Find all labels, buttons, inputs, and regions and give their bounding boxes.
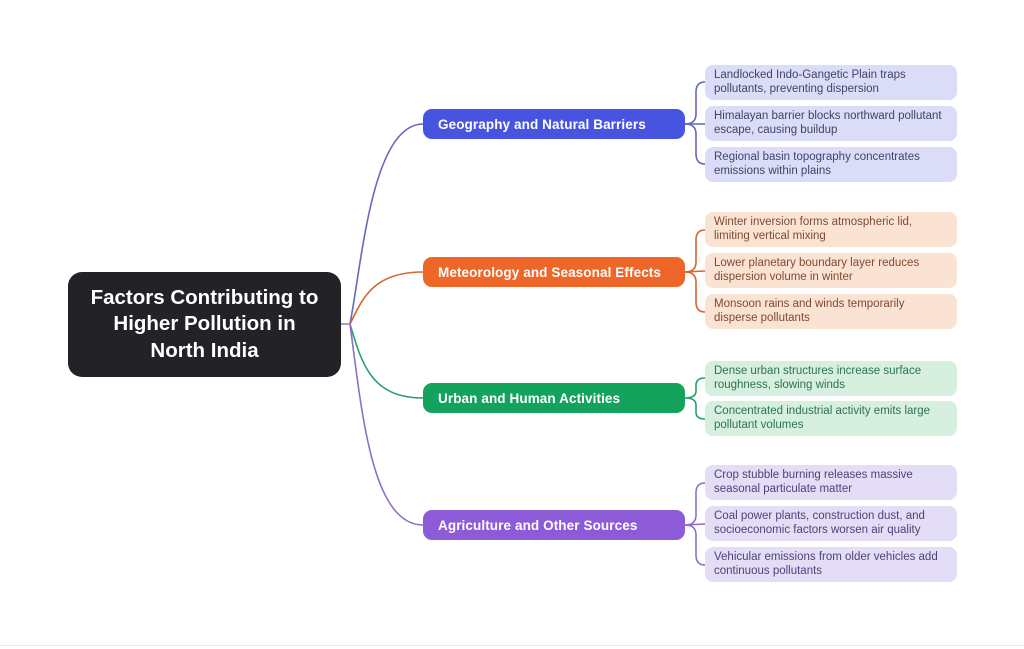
leaf-text: Himalayan barrier blocks northward pollu…: [714, 110, 942, 136]
branch-label: Urban and Human Activities: [438, 390, 621, 406]
leaf-agriculture-1[interactable]: Coal power plants, construction dust, an…: [705, 506, 957, 541]
connector-root-meteorology: [349, 271, 424, 325]
branch-label: Meteorology and Seasonal Effects: [438, 264, 662, 280]
leaf-meteorology-1[interactable]: Lower planetary boundary layer reduces d…: [705, 253, 957, 288]
connector-leaf-meteorology-2: [684, 271, 706, 313]
leaf-geography-0[interactable]: Landlocked Indo-Gangetic Plain traps pol…: [705, 65, 957, 100]
leaf-geography-2[interactable]: Regional basin topography concentrates e…: [705, 147, 957, 182]
connector-leaf-meteorology-1: [684, 270, 706, 273]
leaf-meteorology-0[interactable]: Winter inversion forms atmospheric lid, …: [705, 212, 957, 247]
branch-node-agriculture[interactable]: Agriculture and Other Sources: [423, 510, 685, 540]
leaf-text: Concentrated industrial activity emits l…: [714, 405, 931, 431]
connector-leaf-agriculture-1: [684, 523, 706, 526]
root-node[interactable]: Factors Contributing to Higher Pollution…: [68, 272, 341, 377]
leaf-text: Coal power plants, construction dust, an…: [714, 510, 925, 536]
leaf-text: Crop stubble burning releases massive se…: [714, 469, 913, 495]
leaf-geography-1[interactable]: Himalayan barrier blocks northward pollu…: [705, 106, 957, 141]
leaf-text: Lower planetary boundary layer reduces d…: [714, 257, 920, 283]
connector-leaf-agriculture-2: [684, 524, 706, 566]
branch-node-urban[interactable]: Urban and Human Activities: [423, 383, 685, 413]
branch-node-meteorology[interactable]: Meteorology and Seasonal Effects: [423, 257, 685, 287]
root-node-label: Factors Contributing to Higher Pollution…: [90, 286, 319, 362]
leaf-urban-0[interactable]: Dense urban structures increase surface …: [705, 361, 957, 396]
connector-root-urban: [349, 323, 424, 399]
connector-leaf-urban-0: [684, 377, 706, 399]
branch-label: Geography and Natural Barriers: [438, 116, 646, 132]
connector-leaf-meteorology-0: [684, 229, 706, 273]
connector-root-agriculture: [349, 323, 424, 526]
connector-leaf-geography-2: [684, 123, 706, 165]
leaf-text: Winter inversion forms atmospheric lid, …: [714, 216, 913, 242]
branch-label: Agriculture and Other Sources: [438, 517, 638, 533]
connector-leaf-agriculture-0: [684, 482, 706, 526]
connector-leaf-urban-1: [684, 397, 706, 420]
connector-root-geography: [349, 123, 424, 325]
connector-leaf-geography-0: [684, 81, 706, 125]
leaf-text: Regional basin topography concentrates e…: [714, 151, 920, 177]
leaf-meteorology-2[interactable]: Monsoon rains and winds temporarily disp…: [705, 294, 957, 329]
leaf-agriculture-0[interactable]: Crop stubble burning releases massive se…: [705, 465, 957, 500]
leaf-urban-1[interactable]: Concentrated industrial activity emits l…: [705, 401, 957, 436]
leaf-text: Dense urban structures increase surface …: [714, 365, 922, 391]
leaf-agriculture-2[interactable]: Vehicular emissions from older vehicles …: [705, 547, 957, 582]
leaf-text: Vehicular emissions from older vehicles …: [714, 551, 938, 577]
canvas-bottom-border: [0, 645, 1024, 646]
leaf-text: Landlocked Indo-Gangetic Plain traps pol…: [714, 69, 906, 95]
leaf-text: Monsoon rains and winds temporarily disp…: [714, 298, 905, 324]
branch-node-geography[interactable]: Geography and Natural Barriers: [423, 109, 685, 139]
